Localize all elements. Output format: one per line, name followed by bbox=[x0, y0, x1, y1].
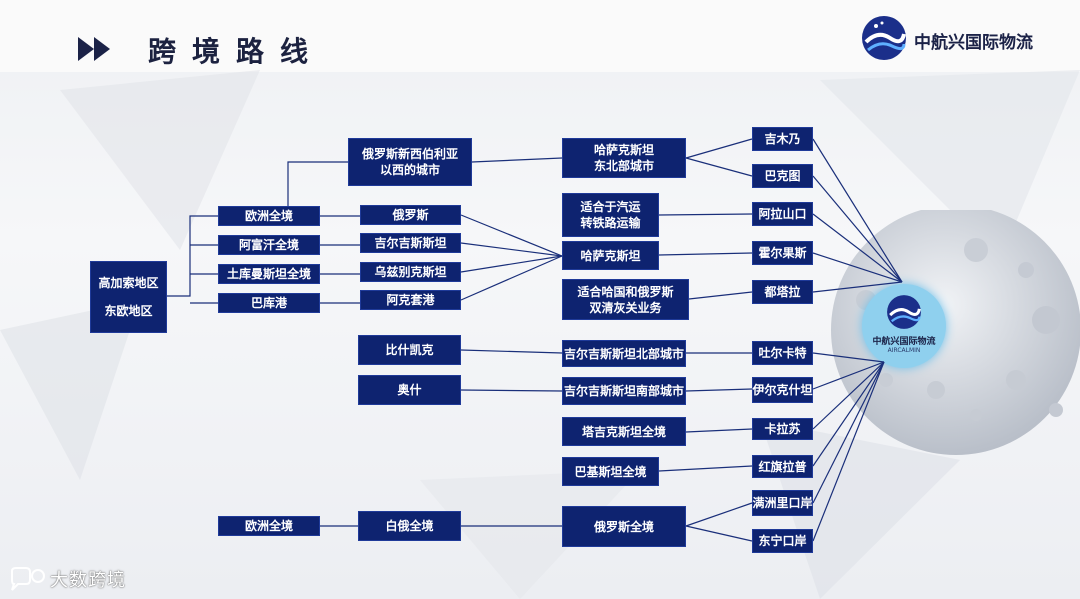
node-manzhouli: 满洲里口岸 bbox=[752, 490, 813, 516]
node-baku: 巴库港 bbox=[218, 293, 320, 313]
wave-logo-icon bbox=[887, 295, 921, 329]
node-gaojiasuo: 高加索地区 东欧地区 bbox=[90, 261, 167, 333]
speech-bubble-icon bbox=[11, 567, 45, 591]
node-dutala: 都塔拉 bbox=[752, 280, 813, 304]
node-akesaigang: 阿克套港 bbox=[360, 290, 461, 310]
double-arrow-icon bbox=[78, 37, 110, 61]
moon-logo: 中航兴国际物流 AIRCALMIN bbox=[862, 284, 946, 368]
node-hahe-eluosi: 适合哈国和俄罗斯 双清灰关业务 bbox=[562, 279, 689, 320]
node-bishikaike: 比什凯克 bbox=[358, 335, 461, 365]
node-kalasu: 卡拉苏 bbox=[752, 418, 813, 440]
watermark-text: 大数跨境 bbox=[50, 570, 126, 591]
node-eluosi: 俄罗斯 bbox=[360, 205, 461, 225]
node-ouzhou-1: 欧洲全境 bbox=[218, 206, 320, 226]
node-eluosi-quanjing: 俄罗斯全境 bbox=[562, 506, 686, 547]
node-afuhan: 阿富汗全境 bbox=[218, 235, 320, 255]
node-tuerkate: 吐尔卡特 bbox=[752, 341, 813, 365]
node-tukuman: 土库曼斯坦全境 bbox=[218, 264, 320, 284]
node-baketu: 巴克图 bbox=[752, 164, 813, 188]
node-huoerguosi: 霍尔果斯 bbox=[752, 241, 813, 265]
node-jimunai: 吉木乃 bbox=[752, 127, 813, 151]
node-eluosi-xiboliya: 俄罗斯新西伯利亚 以西的城市 bbox=[348, 138, 472, 186]
node-dongning: 东宁口岸 bbox=[752, 529, 813, 553]
wave-logo-icon bbox=[862, 16, 906, 60]
node-jier-nanbu: 吉尔吉斯斯坦南部城市 bbox=[562, 377, 686, 405]
node-hongqilapu: 红旗拉普 bbox=[752, 455, 813, 478]
node-jierjisi: 吉尔吉斯斯坦 bbox=[360, 233, 461, 253]
moon-company-sub: AIRCALMIN bbox=[887, 347, 921, 354]
node-hasake-dongbei: 哈萨克斯坦 东北部城市 bbox=[562, 138, 686, 178]
page-title: 跨境路线 bbox=[148, 35, 325, 68]
node-baie: 白俄全境 bbox=[358, 511, 461, 541]
node-jier-beibu: 吉尔吉斯斯坦北部城市 bbox=[562, 340, 686, 367]
node-bajisitan: 巴基斯坦全境 bbox=[562, 457, 659, 486]
node-alashankou: 阿拉山口 bbox=[752, 202, 813, 226]
node-yierkeshitan: 伊尔克什坦 bbox=[752, 377, 813, 403]
company-logo: 中航兴国际物流 bbox=[858, 12, 1058, 64]
node-qiyun: 适合于汽运 转铁路运输 bbox=[562, 193, 659, 237]
node-tajike: 塔吉克斯坦全境 bbox=[562, 417, 686, 446]
node-ouzhou-2: 欧洲全境 bbox=[218, 516, 320, 536]
node-wuzibieke: 乌兹别克斯坦 bbox=[360, 262, 461, 282]
moon-company-name: 中航兴国际物流 bbox=[872, 337, 936, 347]
company-name: 中航兴国际物流 bbox=[914, 33, 1033, 53]
node-aoshi: 奥什 bbox=[358, 375, 461, 405]
node-hasake: 哈萨克斯坦 bbox=[562, 241, 659, 270]
